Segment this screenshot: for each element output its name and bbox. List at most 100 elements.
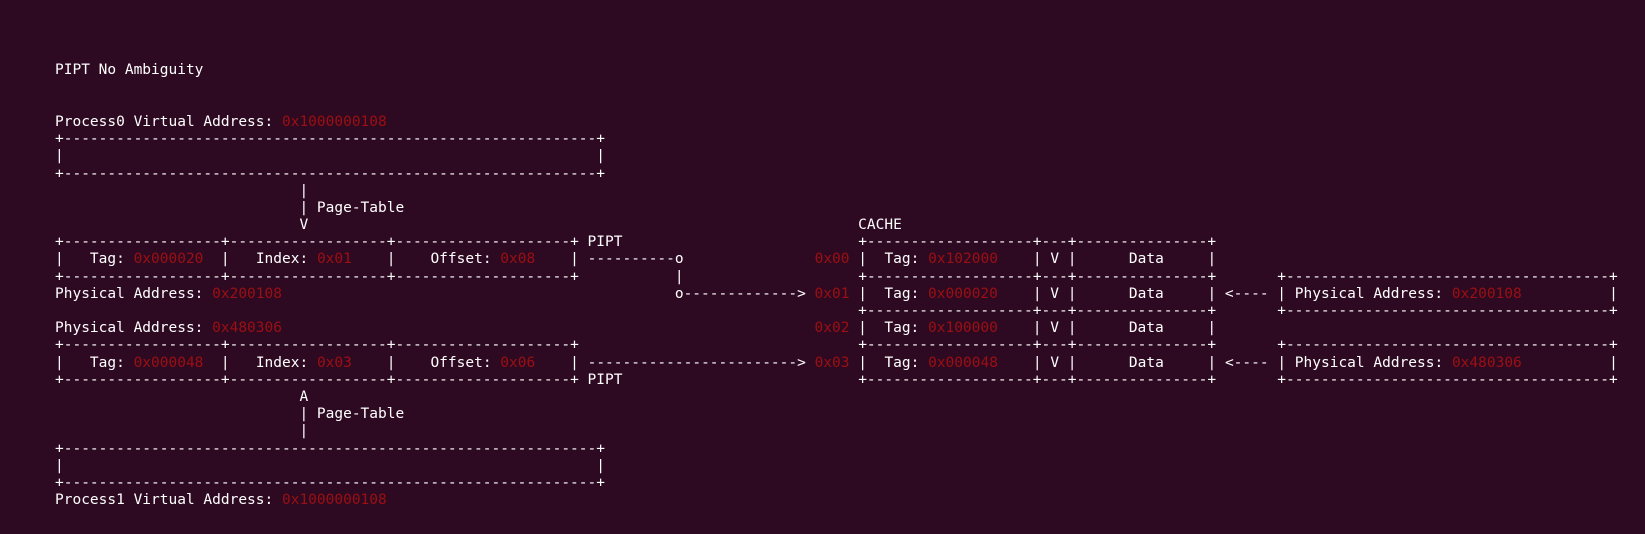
text-segment: +	[858, 371, 867, 388]
text-segment: Tag:	[884, 320, 929, 337]
text-segment: -------------	[683, 285, 798, 302]
text-segment: |	[1207, 354, 1217, 371]
text-segment: +	[1067, 337, 1077, 354]
text-segment: |	[1207, 285, 1217, 302]
text-segment: +	[1032, 303, 1042, 320]
text-segment: Data	[1128, 320, 1164, 337]
text-segment: -------------------	[866, 234, 1033, 251]
text-segment: ---------------	[1076, 371, 1208, 388]
text-segment: ------------------	[229, 337, 387, 354]
text-segment: ---------------	[1076, 337, 1208, 354]
text-segment: --------------------	[395, 371, 571, 388]
text-segment: Process0 Virtual Address:	[55, 113, 282, 130]
text-segment: Tag:	[884, 251, 929, 268]
text-segment: Offset:	[430, 251, 501, 268]
text-segment: --------------------	[395, 337, 571, 354]
text-segment: +	[1207, 303, 1217, 320]
text-segment: |	[858, 354, 867, 371]
text-segment: |	[858, 320, 867, 337]
text-segment: +	[1067, 303, 1077, 320]
text-segment: +	[1032, 234, 1042, 251]
text-segment: | V |	[1032, 251, 1077, 268]
text-segment: |	[386, 251, 396, 268]
text-segment: CACHE	[858, 217, 902, 234]
text-segment: Physical Address:	[55, 285, 213, 302]
ascii-line: | Page-Table	[55, 406, 1635, 423]
text-segment: ---	[1041, 337, 1068, 354]
text-segment: +	[858, 303, 867, 320]
text-segment	[579, 355, 588, 371]
ascii-line: PIPT No Ambiguity	[55, 62, 1635, 79]
ascii-line: +-------------------+---+---------------…	[55, 303, 1635, 320]
ascii-line: +------------------+------------------+-…	[55, 234, 1635, 251]
hex-value: 0x00	[814, 251, 850, 268]
text-segment: Process1 Virtual Address:	[55, 492, 282, 509]
ascii-line: +------------------+------------------+-…	[55, 337, 1635, 354]
ascii-line: Process1 Virtual Address: 0x1000000108	[55, 492, 1635, 509]
text-segment: PIPT No Ambiguity	[55, 62, 204, 79]
text-segment: <----	[1224, 285, 1269, 302]
text-segment: +	[386, 371, 396, 388]
text-segment: ---	[1041, 371, 1068, 388]
text-segment: ----------------------------------------…	[63, 440, 597, 457]
text-segment: Physical Address:	[1286, 285, 1452, 302]
ascii-line: V CACHE	[55, 217, 1635, 234]
text-segment: |	[858, 285, 867, 302]
text-segment: Index:	[255, 354, 317, 371]
text-segment: +	[1609, 371, 1618, 388]
text-segment: |	[858, 251, 867, 268]
text-segment: ------------------------	[587, 354, 798, 371]
ascii-line	[55, 97, 1635, 114]
text-segment: +	[858, 234, 867, 251]
text-segment: |	[299, 182, 309, 199]
text-segment: +	[220, 268, 230, 285]
text-segment: +	[55, 268, 64, 285]
text-segment: Physical Address:	[1286, 354, 1452, 371]
text-segment: +	[220, 371, 230, 388]
text-segment: | Page-Table	[299, 406, 405, 423]
text-segment: ------------------	[63, 337, 221, 354]
text-segment: +	[596, 131, 605, 148]
text-segment: --------------------	[395, 234, 571, 251]
hex-value: 0x03	[316, 354, 352, 371]
text-segment: +	[55, 234, 64, 251]
hex-value: 0x000048	[928, 354, 998, 371]
text-segment: | V |	[1032, 320, 1077, 337]
text-segment: | Page-Table	[299, 199, 405, 216]
text-segment: ---------------	[1076, 303, 1208, 320]
hex-value: 0x01	[814, 285, 850, 302]
text-segment: Tag:	[884, 285, 929, 302]
text-segment: |	[1277, 354, 1287, 371]
text-segment: -------------------	[866, 303, 1033, 320]
ascii-line: | Tag: 0x000020 | Index: 0x01 | Offset: …	[55, 251, 1635, 268]
text-segment: +	[596, 474, 605, 491]
text-segment: Data	[1128, 251, 1164, 268]
text-segment: + PIPT	[570, 371, 623, 388]
text-segment: -------------------------------------	[1286, 337, 1610, 354]
text-segment: | Tag:	[55, 251, 134, 268]
text-segment: ----------------------------------------…	[63, 131, 597, 148]
text-segment: --------------------	[395, 268, 571, 285]
ascii-line: Physical Address: 0x480306 0x02 | Tag: 0…	[55, 320, 1635, 337]
hex-value: 0x02	[814, 320, 850, 337]
text-segment: ----------------------------------------…	[63, 474, 597, 491]
text-segment: +	[386, 234, 396, 251]
hex-value: 0x06	[500, 354, 536, 371]
text-segment: +	[1609, 268, 1618, 285]
ascii-line: |	[55, 183, 1635, 200]
text-segment: |	[299, 423, 309, 440]
hex-value: 0x03	[814, 354, 850, 371]
text-segment: +	[55, 131, 64, 148]
text-segment: +	[1032, 268, 1042, 285]
text-segment: + PIPT	[570, 234, 623, 251]
text-segment: +	[386, 268, 396, 285]
text-segment: +	[1032, 337, 1042, 354]
text-segment: |	[55, 148, 64, 165]
text-segment: >	[797, 285, 815, 302]
text-segment: ------------------	[229, 371, 387, 388]
text-segment: +	[55, 337, 64, 354]
text-segment: +	[1207, 337, 1217, 354]
hex-value: 0x000048	[133, 354, 204, 371]
text-segment: ---	[1041, 234, 1068, 251]
